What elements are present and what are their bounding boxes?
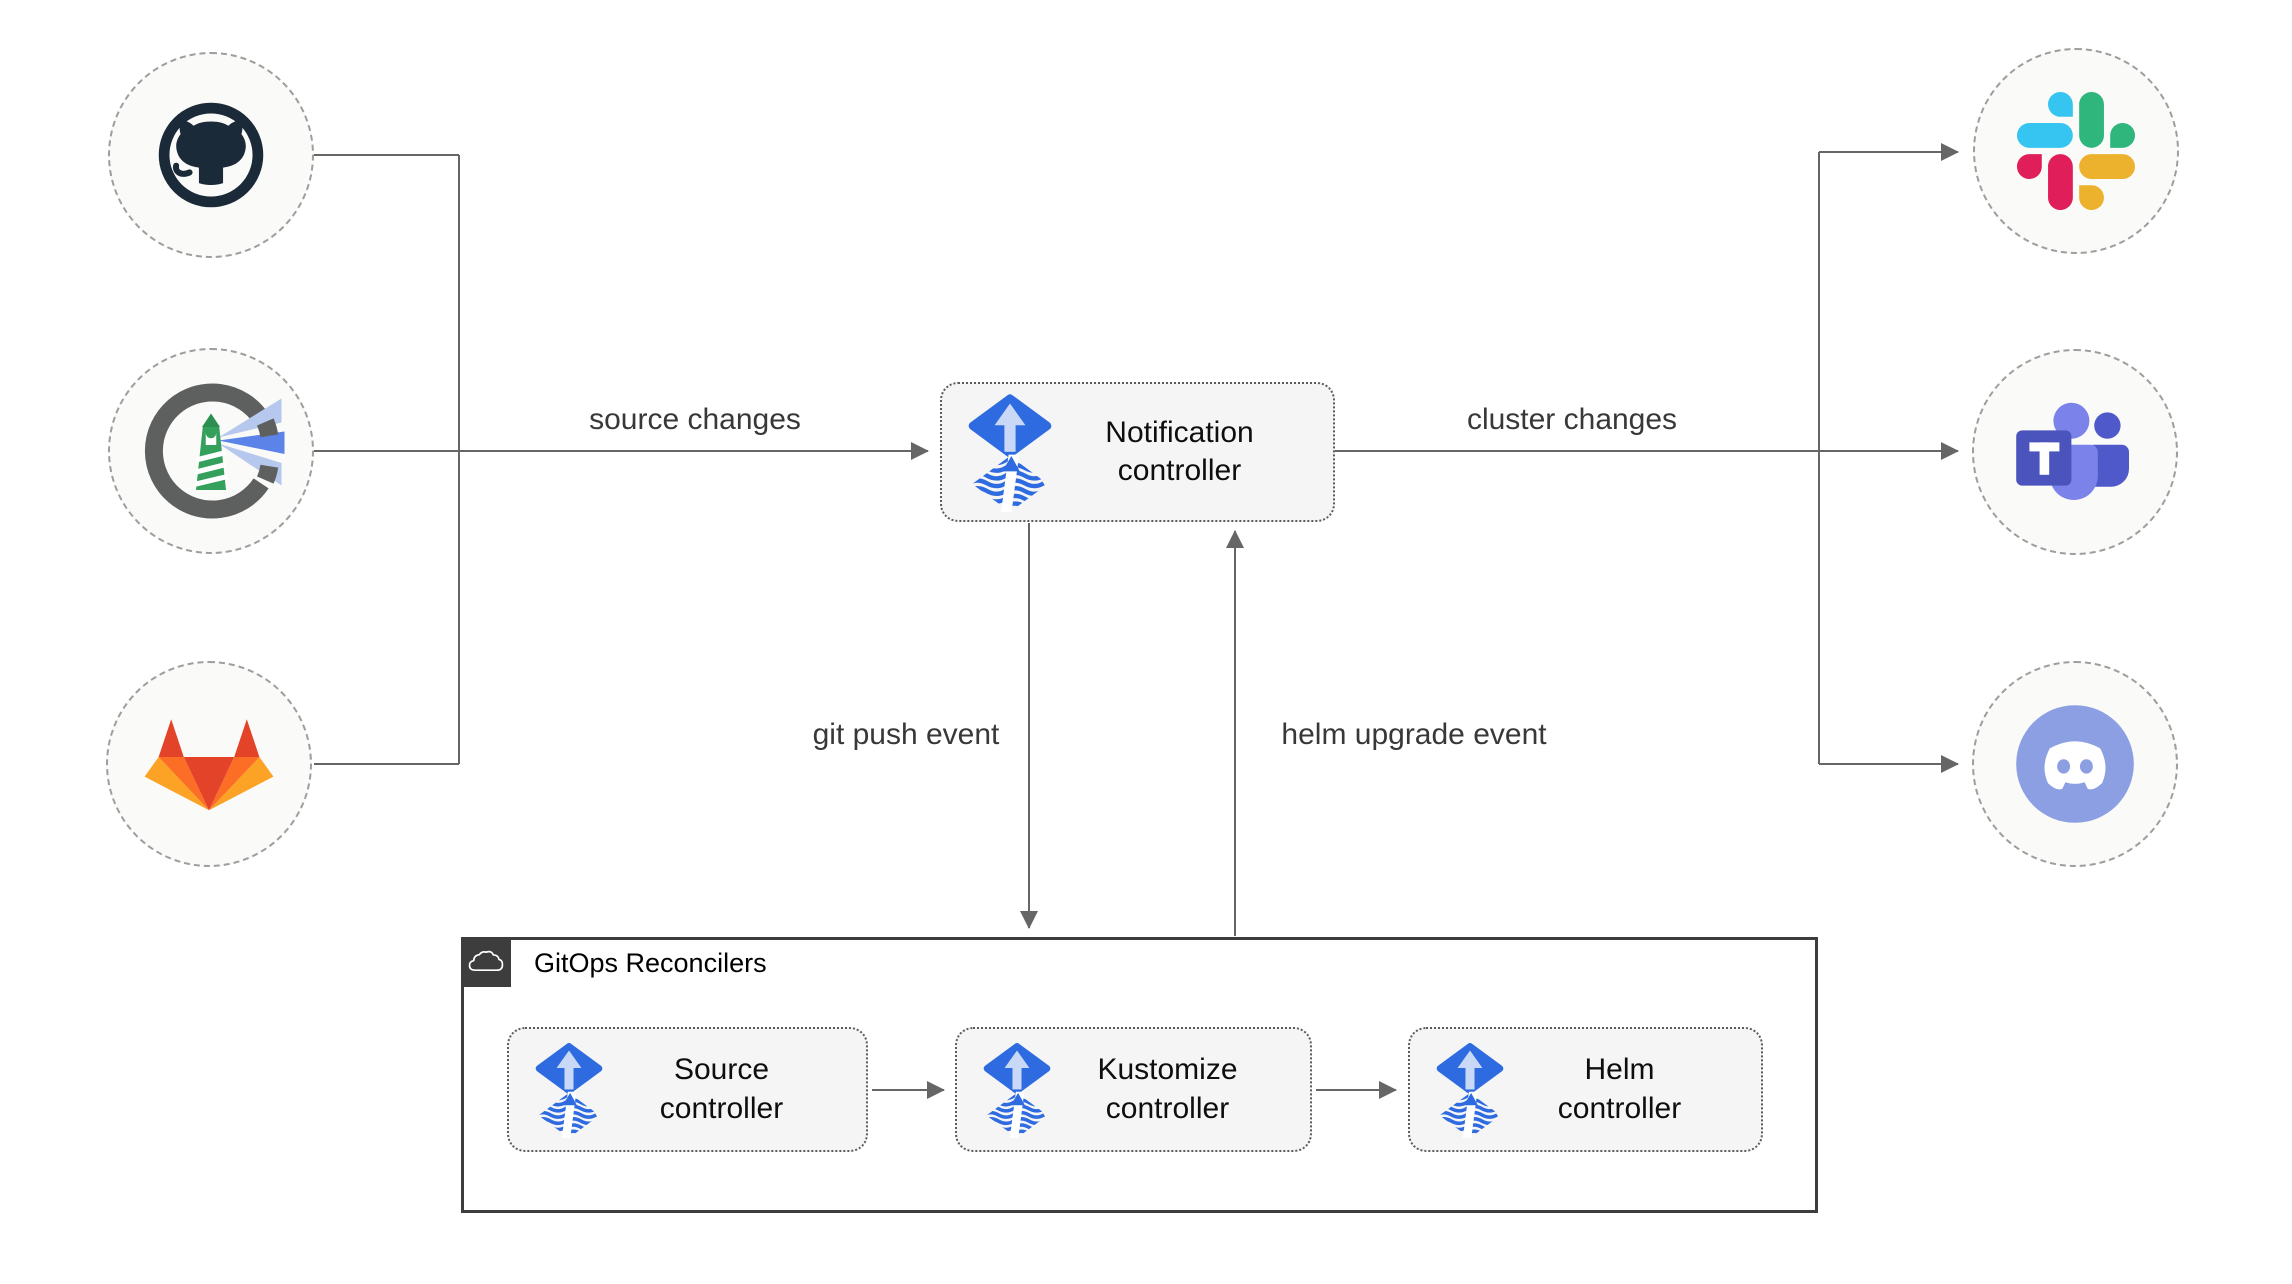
flux-icon (1436, 1042, 1504, 1138)
kustomize-controller-label: Kustomize controller (1097, 1053, 1238, 1125)
target-node-slack (1973, 48, 2179, 254)
github-icon (144, 88, 278, 222)
edge-label-source-changes: source changes (589, 403, 801, 436)
source-controller-label: Source controller (659, 1053, 784, 1125)
flux-icon (968, 393, 1052, 512)
discord-icon (2015, 704, 2135, 824)
source-node-github (108, 52, 314, 258)
helm-controller-label: Helm controller (1557, 1053, 1682, 1125)
gitops-reconcilers-title: GitOps Reconcilers (534, 948, 767, 978)
notification-controller-label: Notification controller (1105, 415, 1254, 487)
edge-label-cluster-changes: cluster changes (1466, 403, 1678, 436)
gitlab-icon (139, 715, 279, 813)
flux-icon (983, 1042, 1051, 1138)
edge-label-git-push-event: git push event (812, 718, 1000, 751)
source-node-gitlab (106, 661, 312, 867)
target-node-discord (1972, 661, 2178, 867)
kustomize-controller-node: Kustomize controller (955, 1027, 1312, 1152)
harbor-icon (136, 376, 286, 526)
flux-icon (535, 1042, 603, 1138)
source-node-harbor (108, 348, 314, 554)
gitops-reconcilers-container (461, 937, 1818, 1213)
edge-label-helm-upgrade-event: helm upgrade event (1281, 718, 1547, 751)
cloud-icon (461, 937, 511, 987)
target-node-teams (1972, 349, 2178, 555)
helm-controller-node: Helm controller (1408, 1027, 1763, 1152)
slack-icon (2017, 92, 2135, 210)
notification-controller-node: Notification controller (940, 382, 1335, 522)
teams-icon (2009, 392, 2141, 512)
source-controller-node: Source controller (507, 1027, 868, 1152)
